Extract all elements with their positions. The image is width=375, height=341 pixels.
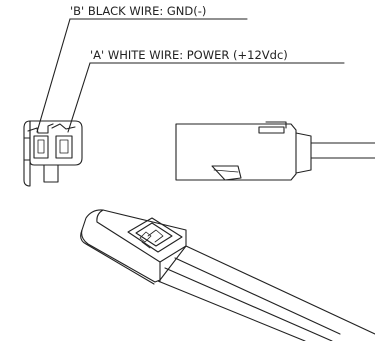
black-wire-callout: 'B' BLACK WIRE: GND(-) — [36, 4, 248, 133]
iso-wire-upper — [174, 257, 341, 335]
black-wire-leader — [36, 18, 71, 133]
iso-wire-lower — [164, 267, 333, 341]
connector-front-view — [23, 120, 83, 187]
black-wire-label: 'B' BLACK WIRE: GND(-) — [70, 4, 206, 18]
connector-side-view — [175, 121, 375, 181]
connector-isometric-view — [80, 209, 375, 341]
white-wire-label: 'A' WHITE WIRE: POWER (+12Vdc) — [90, 48, 288, 62]
white-wire-callout: 'A' WHITE WIRE: POWER (+12Vdc) — [67, 48, 345, 133]
